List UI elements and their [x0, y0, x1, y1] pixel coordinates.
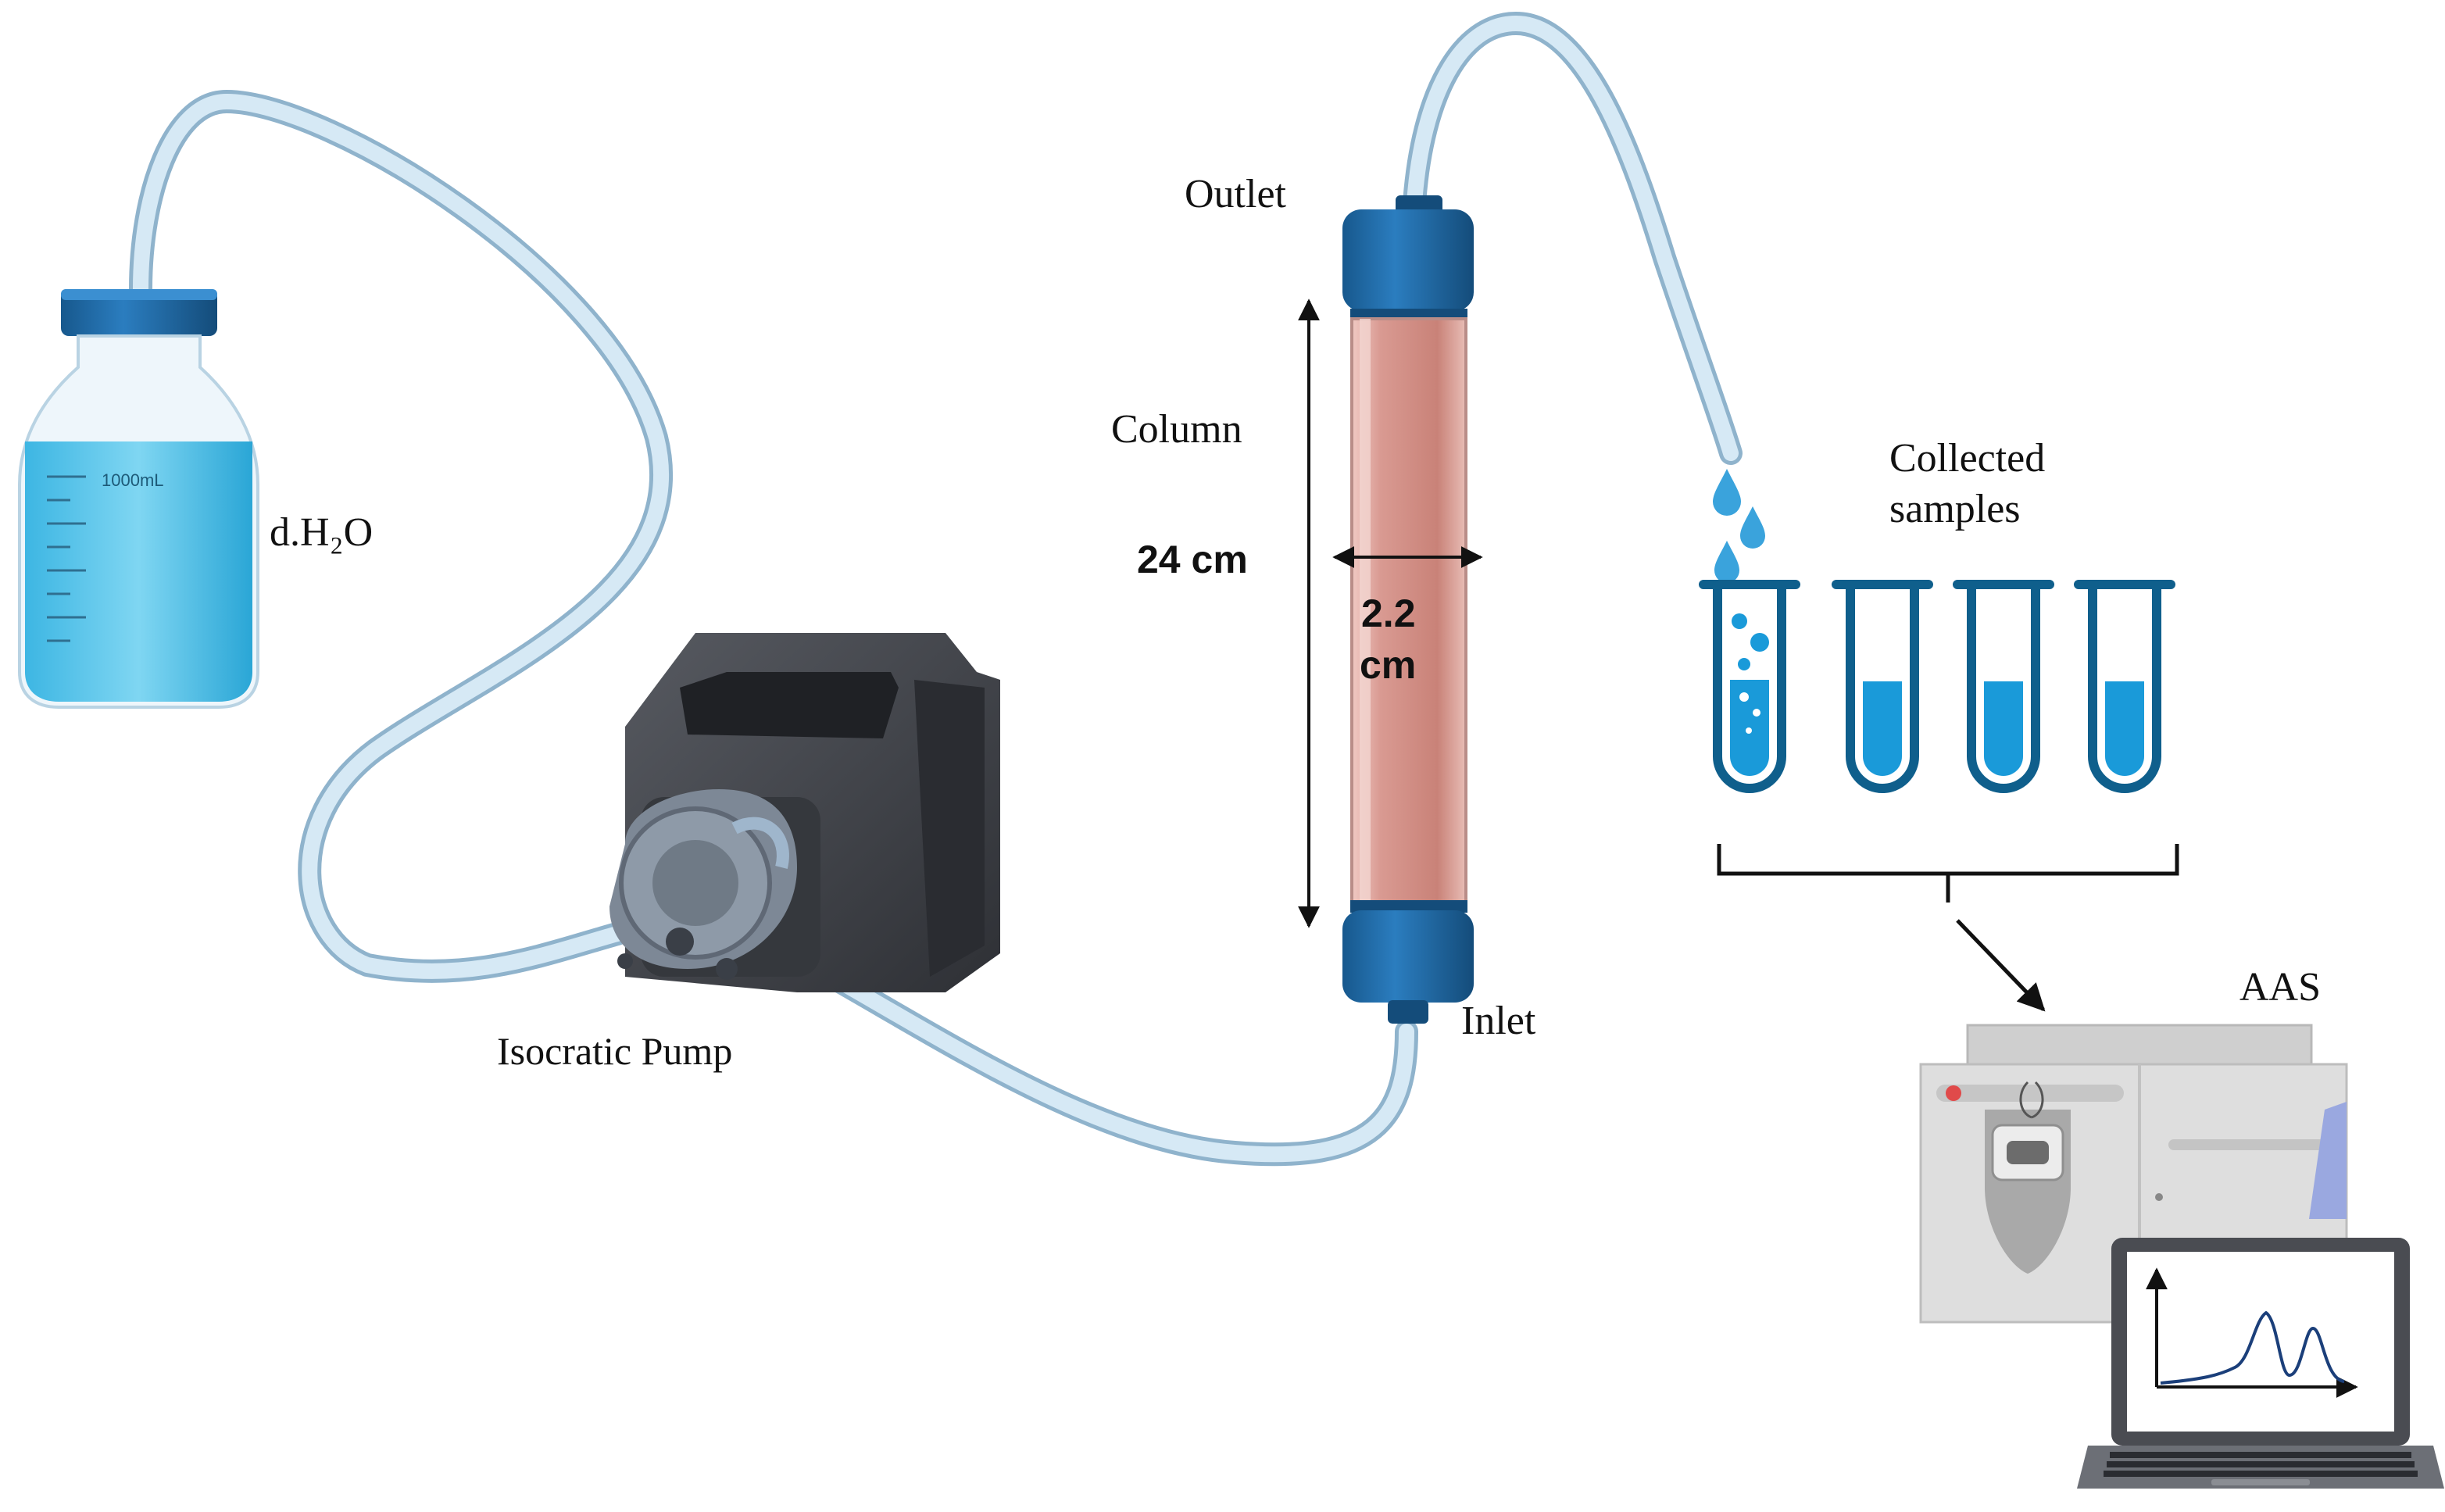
- sample-tubes: [1699, 580, 2175, 793]
- bottle-volume-text: 1000mL: [102, 470, 164, 490]
- water-label: d.H₂O: [270, 510, 373, 555]
- column-label: Column: [1111, 407, 1242, 452]
- samples-label-line1: Collected: [1889, 436, 2045, 481]
- test-tube-icon: [2074, 580, 2175, 793]
- test-tube-icon: [1832, 580, 1933, 793]
- pump-label: Isocratic Pump: [497, 1029, 732, 1073]
- tubing: [129, 11, 1743, 1167]
- length-label: 24 cm: [1137, 538, 1248, 581]
- diameter-value-label: 2.2: [1361, 592, 1416, 635]
- inlet-label: Inlet: [1461, 999, 1536, 1043]
- outlet-label: Outlet: [1185, 172, 1287, 216]
- spectrum-graph-icon: [2146, 1267, 2358, 1398]
- test-tube-icon: [1953, 580, 2054, 793]
- diameter-unit-label: cm: [1360, 643, 1416, 687]
- samples-label-line2: samples: [1889, 487, 2021, 531]
- test-tube-icon: [1699, 580, 1800, 793]
- aas-label: AAS: [2239, 965, 2321, 1010]
- droplet-icon: [1713, 469, 1765, 583]
- water-bottle-icon: 1000mL: [18, 289, 259, 709]
- flow-arrow: [1956, 919, 2046, 1012]
- laptop-icon: [2077, 1238, 2444, 1489]
- peristaltic-pump-icon: [609, 633, 1000, 992]
- samples-bracket: [1717, 844, 2179, 903]
- chromatography-column-icon: [1342, 195, 1474, 1024]
